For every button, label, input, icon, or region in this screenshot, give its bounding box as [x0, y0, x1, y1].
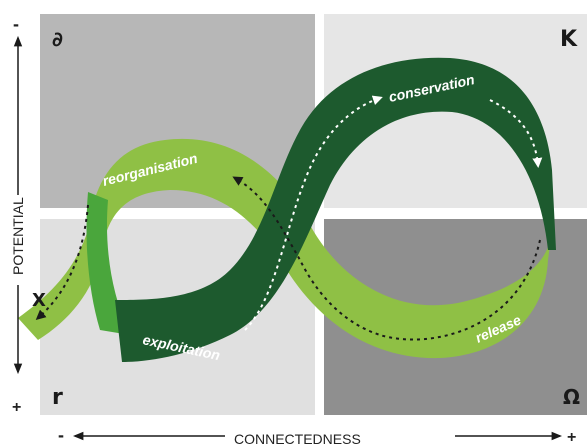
flow-arrow-release [232, 176, 541, 341]
corner-top-right: K [560, 27, 578, 52]
x-axis-right-sign: + [567, 429, 576, 446]
x-axis-label: CONNECTEDNESS [234, 431, 361, 447]
y-axis-label: POTENTIAL [10, 197, 26, 275]
y-axis-bottom-sign: + [12, 399, 21, 416]
corner-bottom-right: Ω [563, 385, 580, 409]
corner-exit: X [32, 290, 46, 311]
band-exploitation-conservation [115, 57, 556, 362]
flow-arrow-exit [35, 204, 89, 320]
flow-arrow-conservation [489, 99, 543, 168]
x-axis-left-sign: - [58, 425, 64, 445]
band-left-strip [86, 192, 130, 335]
corner-top-left: ∂ [52, 27, 63, 51]
flow-arrow-exploitation [244, 95, 383, 331]
y-axis-top-sign: - [13, 14, 19, 34]
corner-bottom-left: r [52, 385, 63, 410]
